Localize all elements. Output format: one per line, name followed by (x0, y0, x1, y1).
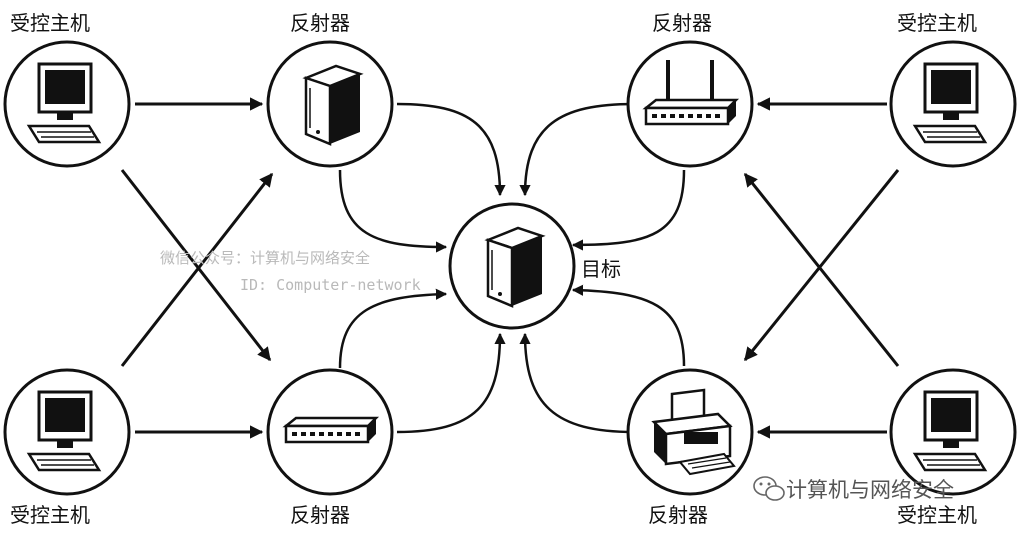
edge-reflector-br-to-target-b (519, 332, 635, 434)
computer-icon (912, 390, 988, 472)
edge-reflector-bl-to-target-b (396, 332, 506, 434)
printer-icon (651, 388, 736, 476)
computer-icon (26, 390, 102, 472)
target-label: 目标 (581, 257, 621, 281)
server-icon (484, 226, 546, 308)
controlled-host-label-top-left: 受控主机 (10, 11, 90, 35)
reflector-top-left (266, 40, 394, 168)
computer-icon (26, 62, 102, 144)
edge-reflector-tr-to-target-b (571, 169, 686, 251)
reflector-label-top-left: 反射器 (290, 11, 350, 35)
reflector-bottom-left (266, 368, 394, 496)
reflector-label-top-right: 反射器 (652, 11, 712, 35)
brand-mark: 计算机与网络安全 (753, 476, 954, 502)
server-icon (302, 64, 364, 146)
edge-host-tr-to-reflector-br (743, 169, 900, 362)
reflector-label-bottom-left: 反射器 (290, 503, 350, 527)
brand-name: 计算机与网络安全 (786, 478, 954, 502)
target-node (448, 202, 576, 330)
controlled-host-label-bottom-right: 受控主机 (897, 503, 977, 527)
watermark-line-2: ID: Computer-network (240, 276, 421, 294)
router-icon (642, 60, 740, 126)
edge-host-tl-to-reflector-bl (120, 169, 272, 362)
controlled-host-label-bottom-left: 受控主机 (10, 503, 90, 527)
edges (120, 97, 900, 439)
watermark: 微信公众号：计算机与网络安全 ID: Computer-network (160, 249, 421, 294)
edge-host-bl-to-reflector-tl (120, 172, 274, 367)
controlled-host-top-left (3, 40, 131, 168)
edge-reflector-bl-to-target-a (338, 288, 448, 369)
controlled-host-bottom-right (889, 368, 1017, 496)
controlled-host-label-top-right: 受控主机 (897, 11, 977, 35)
network-switch-icon (282, 416, 380, 444)
edge-reflector-tl-to-target-b (338, 169, 448, 253)
edge-host-br-to-reflector-tr (743, 172, 900, 367)
edge-reflector-tl-to-target-a (396, 102, 506, 197)
reflector-bottom-right (626, 368, 754, 496)
controlled-host-top-right (889, 40, 1017, 168)
reflector-top-right (626, 40, 754, 168)
wechat-icon (753, 476, 785, 501)
edge-reflector-tr-to-target-a (519, 102, 635, 197)
watermark-line-1: 微信公众号：计算机与网络安全 (160, 249, 370, 267)
reflector-label-bottom-right: 反射器 (648, 503, 708, 527)
edge-reflector-br-to-target-a (571, 284, 686, 367)
computer-icon (912, 62, 988, 144)
controlled-host-bottom-left (3, 368, 131, 496)
